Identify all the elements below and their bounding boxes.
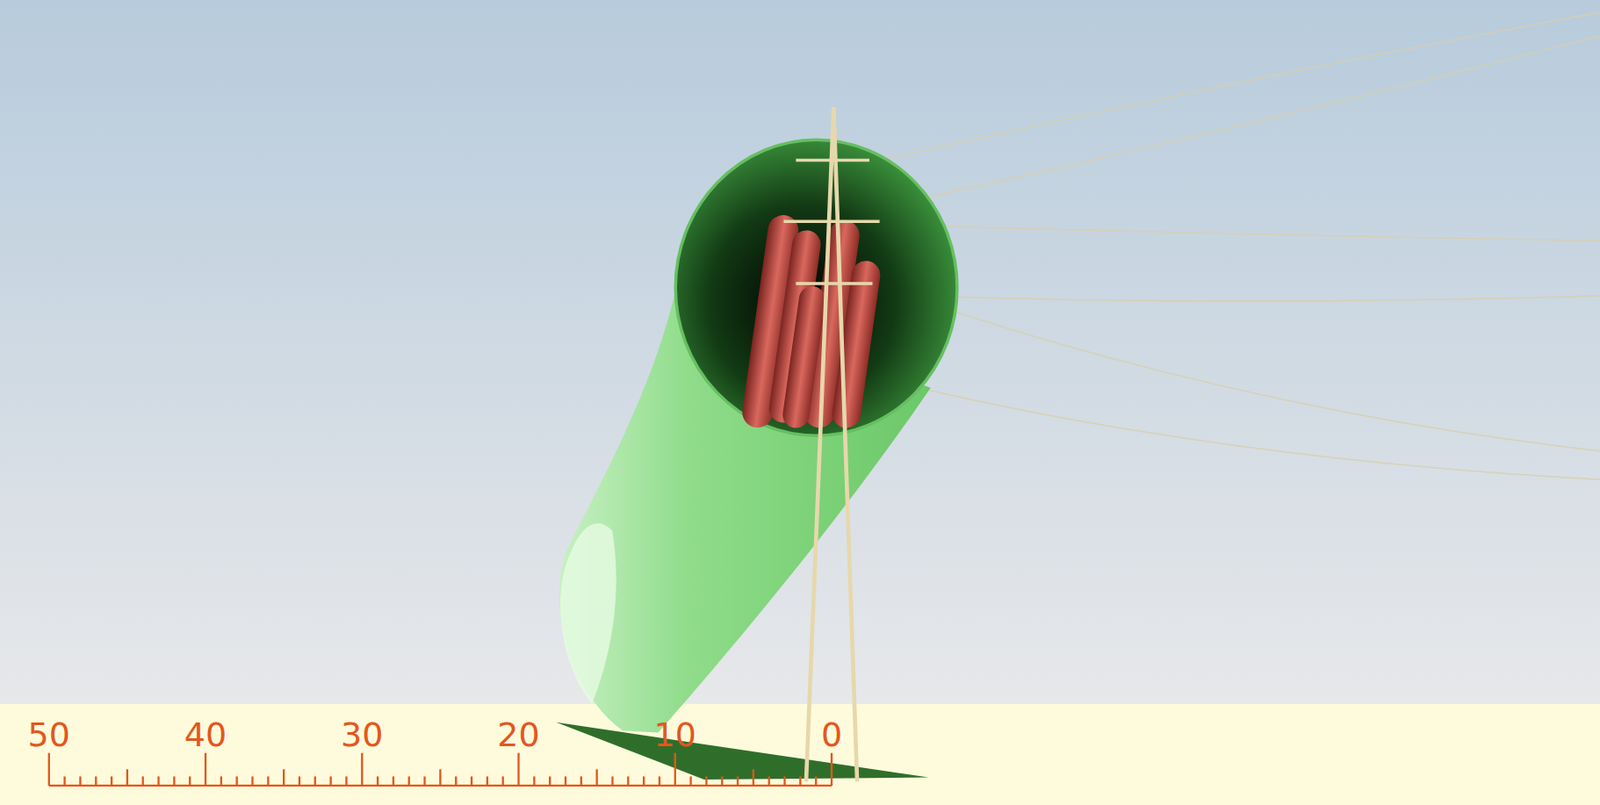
scale-tick (595, 769, 598, 786)
scale-number: 0 (821, 718, 843, 752)
scale-tick (627, 776, 629, 786)
scale-tick (251, 776, 253, 786)
scale-tick (439, 769, 441, 786)
scale-tick (126, 769, 129, 786)
scale-number: 30 (340, 718, 383, 752)
scale-tick (94, 776, 97, 786)
scale-tick (533, 776, 535, 786)
scale-tick (658, 776, 661, 786)
scale-tick (768, 776, 771, 786)
scale-number: 20 (497, 718, 540, 752)
scale-number: 50 (28, 718, 71, 752)
scale-tick (548, 776, 551, 786)
distance-scale (49, 753, 832, 786)
scale-tick (298, 776, 301, 786)
scale-tick (329, 776, 332, 786)
scale-tick (376, 776, 379, 786)
scale-tick (470, 776, 473, 786)
scale-tick (720, 776, 723, 786)
scale-tick (799, 776, 801, 786)
scale-tick (736, 776, 739, 786)
scale-tick (172, 776, 175, 786)
scale-tick (454, 776, 457, 786)
scale-tick (48, 753, 51, 786)
field-shadow (555, 722, 929, 780)
scale-tick (282, 769, 285, 786)
scale-tick (345, 776, 347, 786)
scale-tick (142, 776, 145, 786)
scale-tick (611, 776, 613, 786)
scale-tick (79, 776, 81, 786)
scale-number: 40 (184, 718, 227, 752)
sky (0, 0, 1600, 705)
scale-tick (220, 776, 223, 786)
scale-tick (314, 776, 317, 786)
scale-tick (157, 776, 159, 786)
tube-opening (675, 139, 958, 436)
scale-tick (564, 776, 567, 786)
scale-number: 10 (654, 718, 697, 752)
scale-tick (642, 776, 645, 786)
scale-tick (392, 776, 395, 786)
scale-tick (674, 753, 677, 786)
tube-highlight (560, 523, 617, 705)
scale-tick (517, 753, 519, 786)
scale-tick (204, 753, 207, 786)
scale-tick (110, 776, 113, 786)
power-wires (877, 12, 1600, 480)
scale-tick (188, 776, 191, 786)
scale-tick (752, 769, 755, 786)
conductor-field-cores (740, 213, 882, 431)
scale-tick (783, 776, 786, 786)
scale-tick (580, 776, 583, 786)
ground (0, 704, 1600, 805)
scale-tick (236, 776, 238, 786)
scale-tick (408, 776, 411, 786)
scale-tick (705, 776, 707, 786)
scale-tick (502, 776, 505, 786)
scale-tick (266, 776, 269, 786)
scale-tick (423, 776, 426, 786)
scale-tick (360, 753, 363, 786)
scale-tick (689, 776, 692, 786)
scale-tick (830, 753, 833, 786)
pylon (783, 107, 880, 782)
scale-tick (814, 776, 817, 786)
scale-tick (486, 776, 489, 786)
scale-tick (63, 776, 65, 786)
